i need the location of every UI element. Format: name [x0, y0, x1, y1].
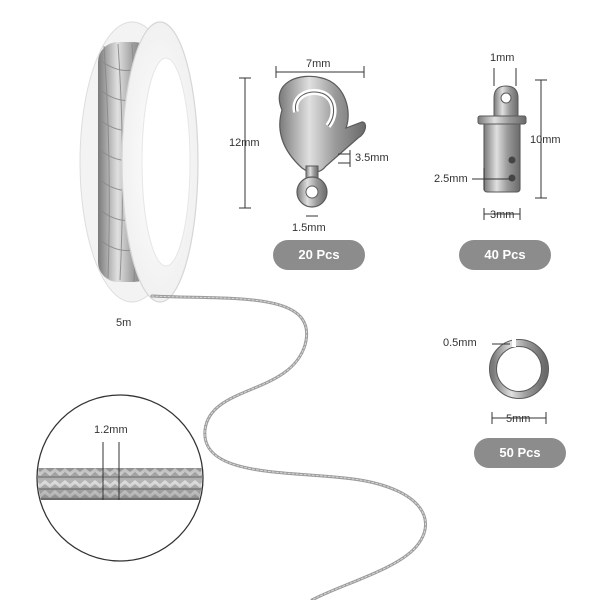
jump-ring-diameter-label: 5mm [506, 413, 531, 425]
end-cap-width-label: 3mm [490, 209, 515, 221]
end-cap-top-label: 1mm [490, 52, 515, 64]
clasp-loop-label: 1.5mm [292, 222, 326, 234]
jump-ring [489, 339, 549, 399]
clasp-dimensions [239, 66, 365, 217]
jump-ring-dimensions [491, 343, 547, 424]
end-cap-dimensions [472, 68, 547, 220]
spool [79, 21, 199, 303]
clasp-width-label: 7mm [306, 58, 331, 70]
jump-ring-thickness-label: 0.5mm [443, 337, 477, 349]
clasp-ring-label: 3.5mm [355, 152, 389, 164]
end-cap-qty-badge: 40 Pcs [459, 240, 551, 270]
jump-ring-qty-badge: 50 Pcs [474, 438, 566, 468]
zoom-width-label: 1.2mm [94, 424, 128, 436]
clasp-qty-badge: 20 Pcs [273, 240, 365, 270]
spool-hub [141, 57, 191, 267]
end-cap-hole-label: 2.5mm [434, 173, 468, 185]
end-cap [477, 85, 527, 193]
spool-length-label: 5m [116, 317, 132, 329]
clasp-height-label: 12mm [229, 137, 260, 149]
zoom-detail [36, 394, 204, 562]
lobster-clasp [278, 75, 367, 208]
end-cap-height-label: 10mm [530, 134, 561, 146]
